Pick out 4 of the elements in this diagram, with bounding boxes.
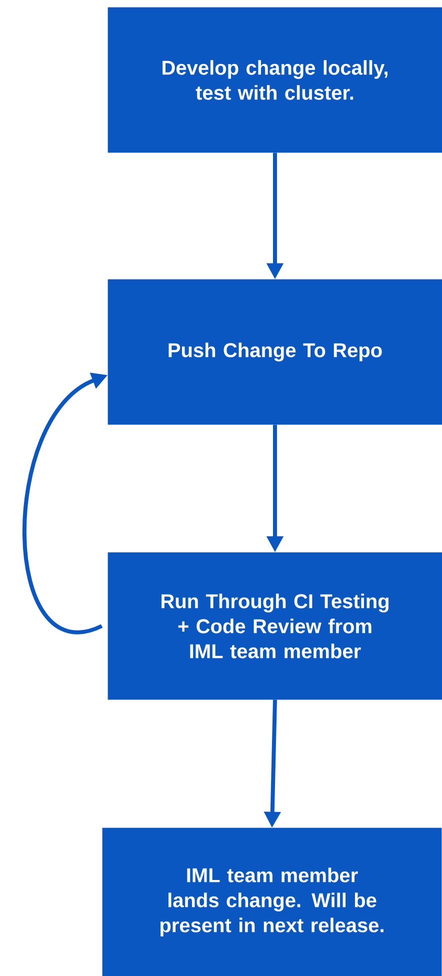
process-box: IML team member lands change. Will be present in next release. [102,828,442,976]
process-box: Push Change To Repo [108,279,442,425]
process-box: Develop change locally, test with cluster. [108,7,442,153]
process-box: Run Through CI Testing + Code Review from IML team member [108,552,442,700]
